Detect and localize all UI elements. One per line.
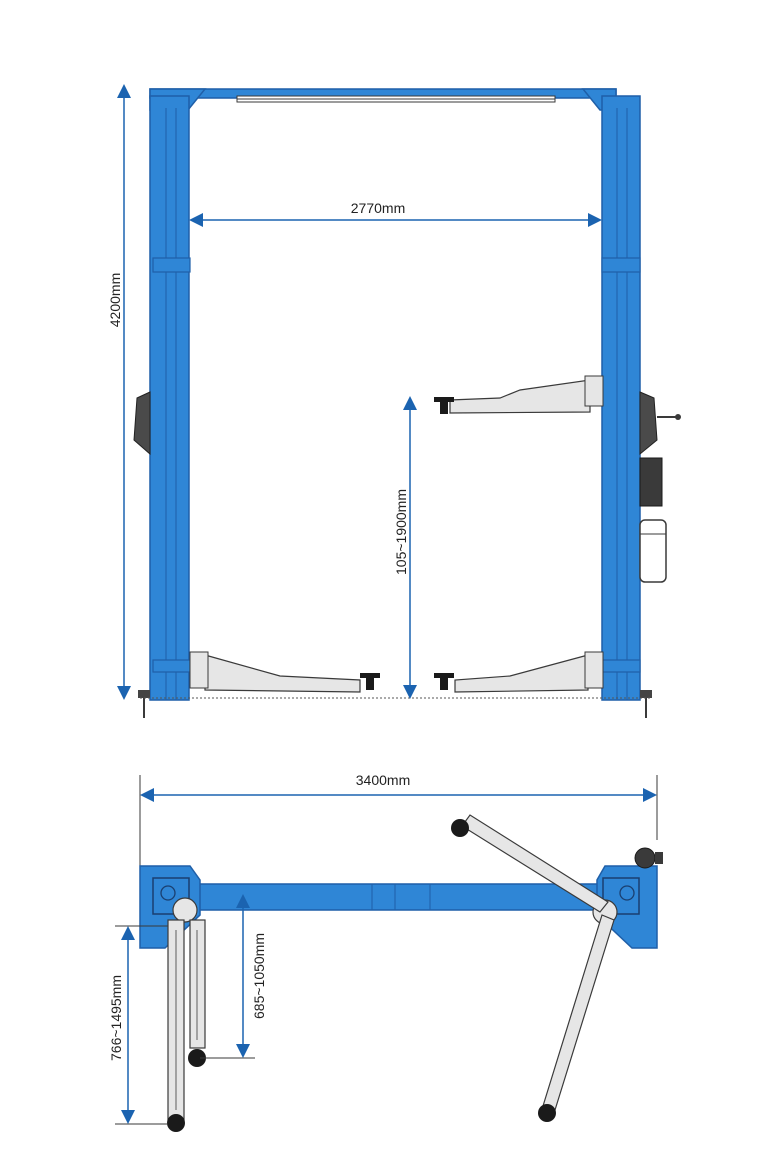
base-beam — [187, 883, 601, 911]
overall-width-label: 3400mm — [356, 772, 410, 788]
top-view-motor — [634, 847, 663, 869]
right-column — [601, 95, 681, 718]
long-arm-label: 766~1495mm — [108, 975, 124, 1061]
height-dimension: 4200mm — [107, 84, 131, 700]
overhead-beam — [149, 88, 617, 111]
lowered-lift-arm-left — [189, 651, 380, 693]
power-unit-motor — [639, 457, 667, 583]
left-long-arm — [167, 919, 185, 1132]
long-arm-dimension: 766~1495mm — [108, 925, 168, 1125]
left-short-arm — [188, 919, 206, 1067]
short-arm-label: 685~1050mm — [251, 933, 267, 1019]
lift-range-label: 105~1900mm — [393, 489, 409, 575]
left-base-plate — [139, 865, 201, 949]
height-label: 4200mm — [107, 273, 123, 327]
right-arm-lower — [538, 914, 615, 1122]
right-arm-upper — [451, 814, 609, 913]
front-view: 4200mm 2770mm 105~1900mm — [107, 84, 681, 718]
inner-width-dimension: 2770mm — [189, 200, 602, 227]
raised-lift-arm — [434, 375, 604, 414]
top-view: 3400mm — [108, 772, 663, 1132]
short-arm-dimension: 685~1050mm — [200, 894, 267, 1059]
lift-range-dimension: 105~1900mm — [393, 396, 417, 699]
overall-width-dimension: 3400mm — [139, 772, 658, 870]
inner-width-label: 2770mm — [351, 200, 405, 216]
lowered-lift-arm-right — [434, 651, 604, 693]
left-column — [133, 95, 191, 718]
